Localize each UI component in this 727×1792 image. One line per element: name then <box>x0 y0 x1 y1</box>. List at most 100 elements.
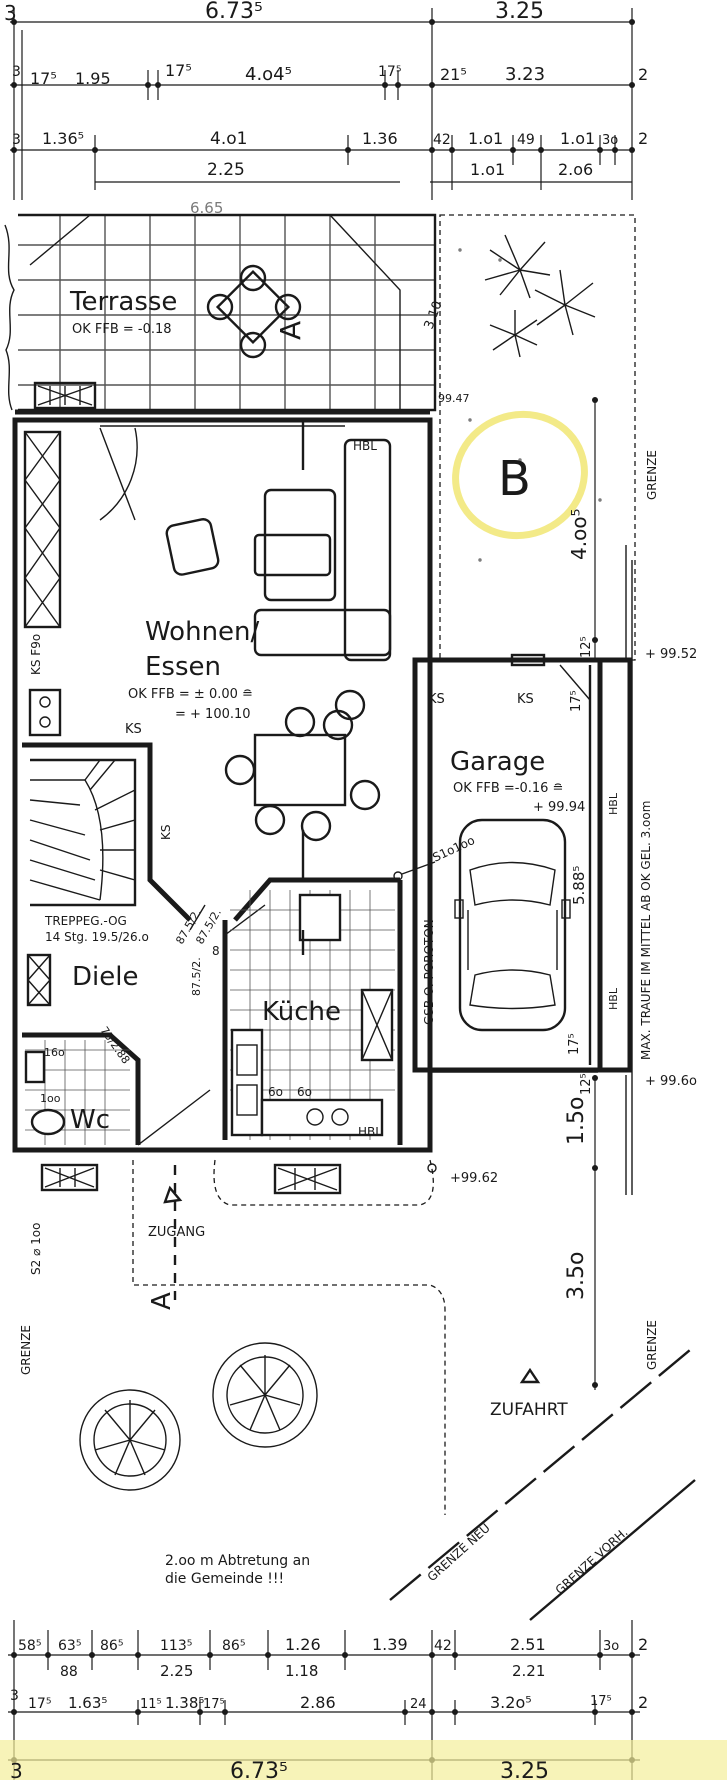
garage-name: Garage <box>450 747 545 777</box>
door-75: 75/2.88 <box>98 1024 133 1066</box>
section-a-bottom: A <box>147 1292 177 1310</box>
living-level-1: OK FFB = ± 0.00 ≘ <box>128 687 253 702</box>
dim-top3-f: 1.o1 <box>468 129 503 148</box>
level-9952: + 99.52 <box>645 647 697 662</box>
grenze-neu-label: GRENZE NEU <box>425 1521 493 1584</box>
dim-top2-a: 3 <box>12 64 21 80</box>
abtretung-2: die Gemeinde !!! <box>165 1571 284 1587</box>
dim-top1-a: 3 <box>4 1 17 25</box>
door-875-b: 87.5/2. <box>190 957 203 996</box>
dim-top3-c: 4.o1 <box>210 129 247 149</box>
kitchen-60a: 6o <box>268 1085 283 1099</box>
dim-top4-b: 1.o1 <box>470 160 505 179</box>
tree-icon <box>79 1389 181 1491</box>
dim-top3-d: 1.36 <box>362 129 398 148</box>
dim-bot4-c: 3.25 <box>500 1759 549 1784</box>
dim-top3-j: 2 <box>638 129 648 148</box>
dim-top4-c: 2.o6 <box>558 160 593 179</box>
highlight-ellipse <box>452 410 588 540</box>
boundary-chain <box>625 545 633 1195</box>
car-icon <box>454 818 571 1032</box>
house-walls <box>12 409 433 1153</box>
kitchen-8: 8 <box>212 944 220 958</box>
level-9960: + 99.6o <box>645 1074 697 1089</box>
garage-hbl-top: HBL <box>607 792 620 815</box>
stairs-hall: TREPPEG.-OG 14 Stg. 19.5/26.o Diele 87.5… <box>26 758 266 1007</box>
dim-bot3-i: 3.2o⁵ <box>490 1693 532 1712</box>
dim-bot1-i: 2.51 <box>510 1635 546 1654</box>
wc-160: 16o <box>44 1046 65 1059</box>
kitchen-hbl: HBL <box>358 1125 382 1139</box>
dim-bot1-c: 86⁵ <box>100 1638 123 1654</box>
dim-bot3-a: 3 <box>10 1688 19 1704</box>
dim-top2-e: 4.o4⁵ <box>245 64 292 85</box>
kitchen: Küche 6o 6o 8 HBL <box>212 890 395 1140</box>
living-name-2: Essen <box>145 652 221 682</box>
garage-level-2: + 99.94 <box>533 800 585 815</box>
garage-ks-1: KS <box>428 692 445 707</box>
dim-bot2-d: 2.21 <box>512 1662 545 1680</box>
dim-top2-d: 17⁵ <box>165 61 192 80</box>
dim-vert-125b: 12⁵ <box>579 1073 594 1095</box>
terrace-slope-note: 3.10 <box>422 299 446 331</box>
dim-top1-b: 6.73⁵ <box>205 0 263 24</box>
wc-name: Wc <box>70 1105 110 1135</box>
zufahrt-label: ZUFAHRT <box>490 1400 568 1420</box>
grenze-top: GRENZE <box>645 450 659 500</box>
dim-vert-175a: 17⁵ <box>569 690 584 712</box>
abtretung-1: 2.oo m Abtretung an <box>165 1553 310 1569</box>
dim-bot1-h: 42 <box>434 1638 452 1654</box>
living-ks-f90: KS F9o <box>29 634 43 675</box>
dim-bot3-j: 17⁵ <box>590 1694 612 1709</box>
dim-bot2-a: 88 <box>60 1664 78 1680</box>
traufe-label: MAX. TRAUFE IM MITTEL AB OK GEL. 3.oom <box>639 801 653 1060</box>
dim-bot4-a: 3 <box>10 1759 23 1783</box>
tree-icon-2 <box>212 1342 318 1448</box>
level-9962: +99.62 <box>450 1171 498 1186</box>
dim-bot1-k: 2 <box>638 1635 648 1654</box>
living-name-1: Wohnen/ <box>145 617 260 647</box>
dim-top3-g: 49 <box>517 132 535 148</box>
dim-bot2-c: 1.18 <box>285 1662 318 1680</box>
dim-bot1-a: 58⁵ <box>18 1638 41 1654</box>
wc-100: 1oo <box>40 1092 61 1105</box>
zugang-label: ZUGANG <box>148 1225 205 1240</box>
dim-bot3-d: 11⁵ <box>140 1697 162 1712</box>
dim-vert-350: 3.5o <box>564 1252 589 1300</box>
dim-bot3-e: 1.38⁵ <box>165 1694 204 1712</box>
s2100-label: S2 ⌀ 1oo <box>29 1223 43 1275</box>
kitchen-60b: 6o <box>297 1085 312 1099</box>
garage-ks-2: KS <box>517 692 534 707</box>
wc-room: Wc 16o 1oo 75/2.88 <box>24 1024 211 1146</box>
garden-b: B 4.oo⁵ 12⁵ 99.47 <box>438 214 636 661</box>
dim-bot1-d: 113⁵ <box>160 1638 192 1654</box>
dim-vert-125a: 12⁵ <box>579 636 594 658</box>
dim-top2-i: 2 <box>638 65 648 84</box>
dim-top4-a: 2.25 <box>207 160 245 180</box>
dim-bot1-f: 1.26 <box>285 1635 321 1654</box>
top-dimension-chains: 3 6.73⁵ 3.25 3 17⁵ 1.95 17⁵ 4.o4⁵ 17⁵ 21… <box>4 0 648 200</box>
dim-top3-i: 3o <box>602 133 618 148</box>
dim-top2-b: 17⁵ <box>30 69 57 88</box>
dim-top3-a: 3 <box>12 132 21 148</box>
dim-bot1-e: 86⁵ <box>222 1638 245 1654</box>
dim-bot1-b: 63⁵ <box>58 1638 81 1654</box>
dim-top3-h: 1.o1 <box>560 129 595 148</box>
terrace-area: Terrasse OK FFB = -0.18 3.10 6.65 A <box>4 199 446 412</box>
dim-top3-e: 42 <box>433 132 451 148</box>
dim-top1-c: 3.25 <box>495 0 544 24</box>
dim-bot3-c: 1.63⁵ <box>68 1694 107 1712</box>
grenze-left: GRENZE <box>19 1325 33 1375</box>
dim-bot3-k: 2 <box>638 1693 648 1712</box>
dim-top2-f: 17⁵ <box>378 64 401 80</box>
kitchen-name: Küche <box>262 997 341 1027</box>
stairs-label-2: 14 Stg. 19.5/26.o <box>45 930 149 944</box>
front-yard: ZUGANG A S2 ⌀ 1oo GRENZE 2.oo m Abtretun… <box>19 1159 498 1587</box>
s100-label: S1o1oo <box>430 833 477 865</box>
dim-top2-g: 21⁵ <box>440 65 467 84</box>
dim-vert-175b: 17⁵ <box>567 1033 582 1055</box>
level-9947: 99.47 <box>438 392 470 405</box>
bottom-dimension-chains: 58⁵ 63⁵ 86⁵ 113⁵ 86⁵ 1.26 1.39 42 2.51 3… <box>0 1620 727 1784</box>
driveway: 12⁵ 1.5o 3.5o ZUFAHRT GRENZE GRENZE NEU … <box>389 1073 696 1621</box>
